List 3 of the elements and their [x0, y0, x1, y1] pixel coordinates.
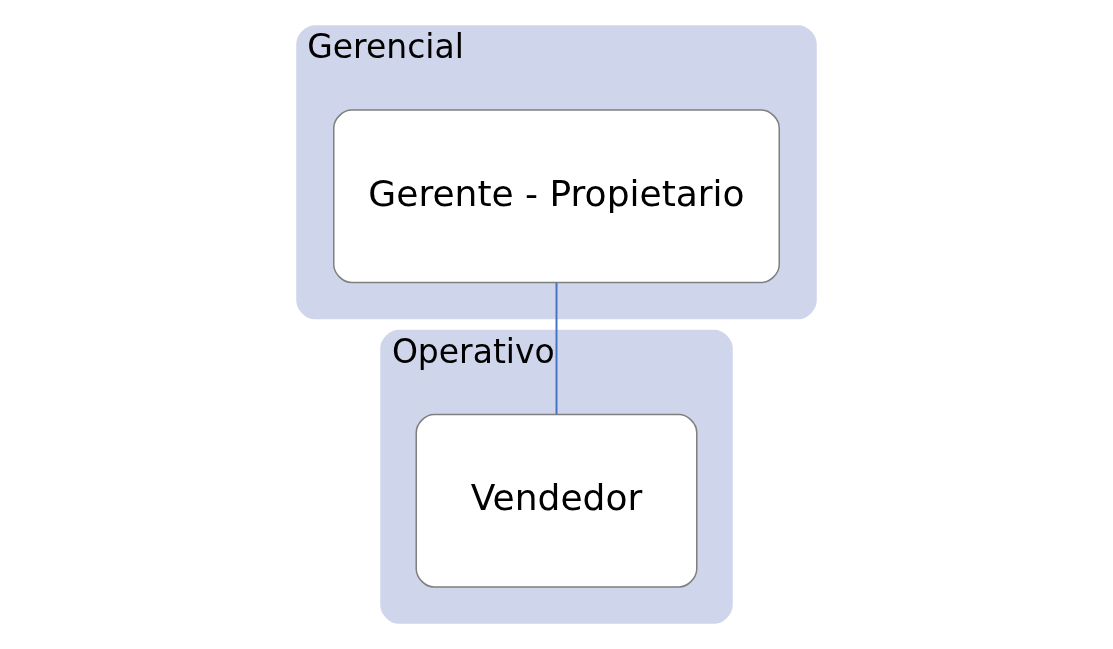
- connector: [555, 281, 558, 416]
- node-box: Vendedor: [415, 413, 698, 588]
- node-box: Gerente - Propietario: [333, 109, 780, 284]
